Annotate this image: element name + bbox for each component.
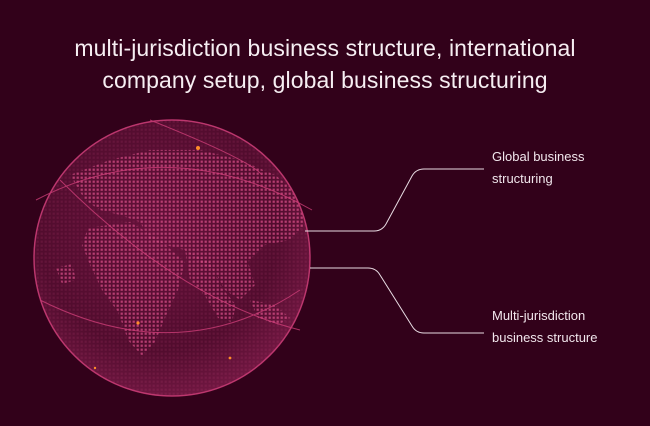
callout-multi-jurisdiction: Multi-jurisdiction business structure: [492, 305, 598, 349]
connector-line-2: [310, 267, 484, 334]
callout-1-line-1: Global business: [492, 149, 585, 164]
location-dots: [93, 146, 232, 370]
callout-1-line-2: structuring: [492, 171, 553, 186]
continents: [34, 120, 310, 396]
title-line-2: company setup, global business structuri…: [102, 67, 548, 93]
globe-icon: [33, 119, 313, 397]
callout-2-line-2: business structure: [492, 330, 598, 345]
connector-line-1: [305, 168, 484, 232]
callout-global-business-structuring: Global business structuring: [492, 146, 585, 190]
callout-2-line-1: Multi-jurisdiction: [492, 308, 586, 323]
page-title: multi-jurisdiction business structure, i…: [0, 32, 650, 96]
title-line-1: multi-jurisdiction business structure, i…: [74, 35, 576, 61]
